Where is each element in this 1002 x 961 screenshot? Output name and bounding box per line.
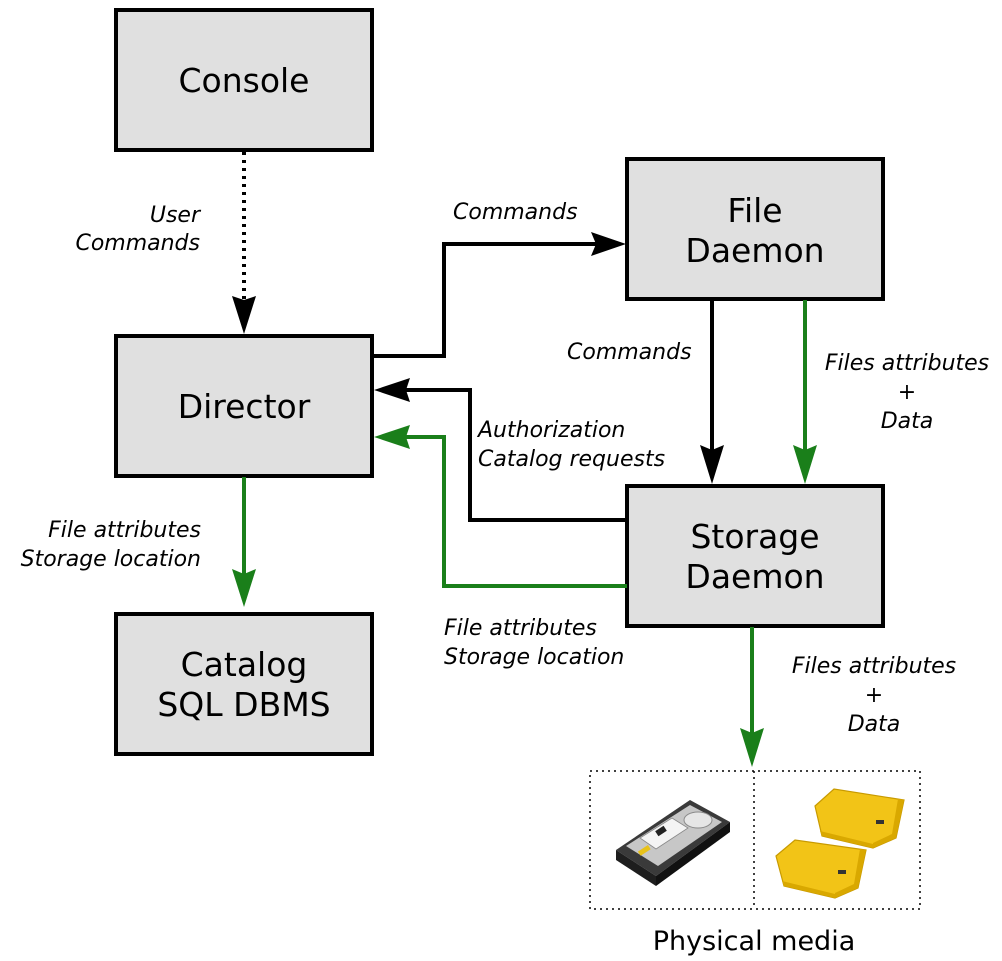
label-director-catalog-line2: Storage location [21,547,201,572]
arrow-file-daemon-to-storage-commands [700,300,724,484]
label-user-commands: User Commands [75,203,201,256]
label-user-commands-line1: User [150,203,202,228]
tape-cartridge-icon [775,788,905,899]
arrow-storage-to-media [740,627,764,767]
console-box: Console [114,8,374,152]
storage-daemon-box: Storage Daemon [625,484,885,628]
console-box-label: Console [178,61,309,100]
label-media-data-line3: Data [848,712,901,737]
label-director-catalog-line1: File attributes [48,518,201,543]
physical-media-caption: Physical media [653,926,856,957]
label-fd-data-line2: + [898,380,916,405]
label-fd-to-sd-data: Files attributes + Data [825,351,989,434]
arrow-director-to-file-daemon [372,232,626,358]
label-authorization-line1: Authorization [476,418,625,443]
file-daemon-box: File Daemon [625,157,885,301]
physical-media-group: Physical media [589,770,921,957]
label-storage-to-director: File attributes Storage location [444,616,624,670]
catalog-label-line1: Catalog [181,645,308,684]
label-director-to-catalog: File attributes Storage location [21,518,201,572]
label-media-data-line2: + [865,683,883,708]
file-daemon-label-line2: Daemon [685,231,824,270]
arrow-storage-to-director-attributes [374,425,627,588]
arrow-storage-to-director-authorization [374,378,627,522]
label-fd-data-line1: Files attributes [825,351,989,376]
catalog-box: Catalog SQL DBMS [114,612,374,756]
storage-daemon-label-line1: Storage [690,517,819,556]
catalog-label-line2: SQL DBMS [157,685,330,724]
label-storage-to-media: Files attributes + Data [792,654,956,737]
arrow-console-to-director [232,152,256,334]
arrow-director-to-catalog [232,477,256,607]
director-box-label: Director [178,387,311,426]
label-authorization-line2: Catalog requests [478,447,665,472]
file-daemon-label-line1: File [727,191,782,230]
storage-daemon-label-line2: Daemon [685,557,824,596]
label-storage-director-line2: Storage location [444,645,624,670]
label-storage-director-line1: File attributes [444,616,597,641]
label-fd-data-line3: Data [881,409,934,434]
arrow-file-daemon-to-storage-data [793,300,817,484]
hard-disk-icon [616,800,730,886]
label-authorization: Authorization Catalog requests [476,418,665,472]
label-media-data-line1: Files attributes [792,654,956,679]
label-director-to-fd-commands: Commands [453,200,578,225]
label-fd-to-sd-commands: Commands [567,340,692,365]
director-box: Director [114,334,374,478]
label-user-commands-line2: Commands [75,231,200,256]
